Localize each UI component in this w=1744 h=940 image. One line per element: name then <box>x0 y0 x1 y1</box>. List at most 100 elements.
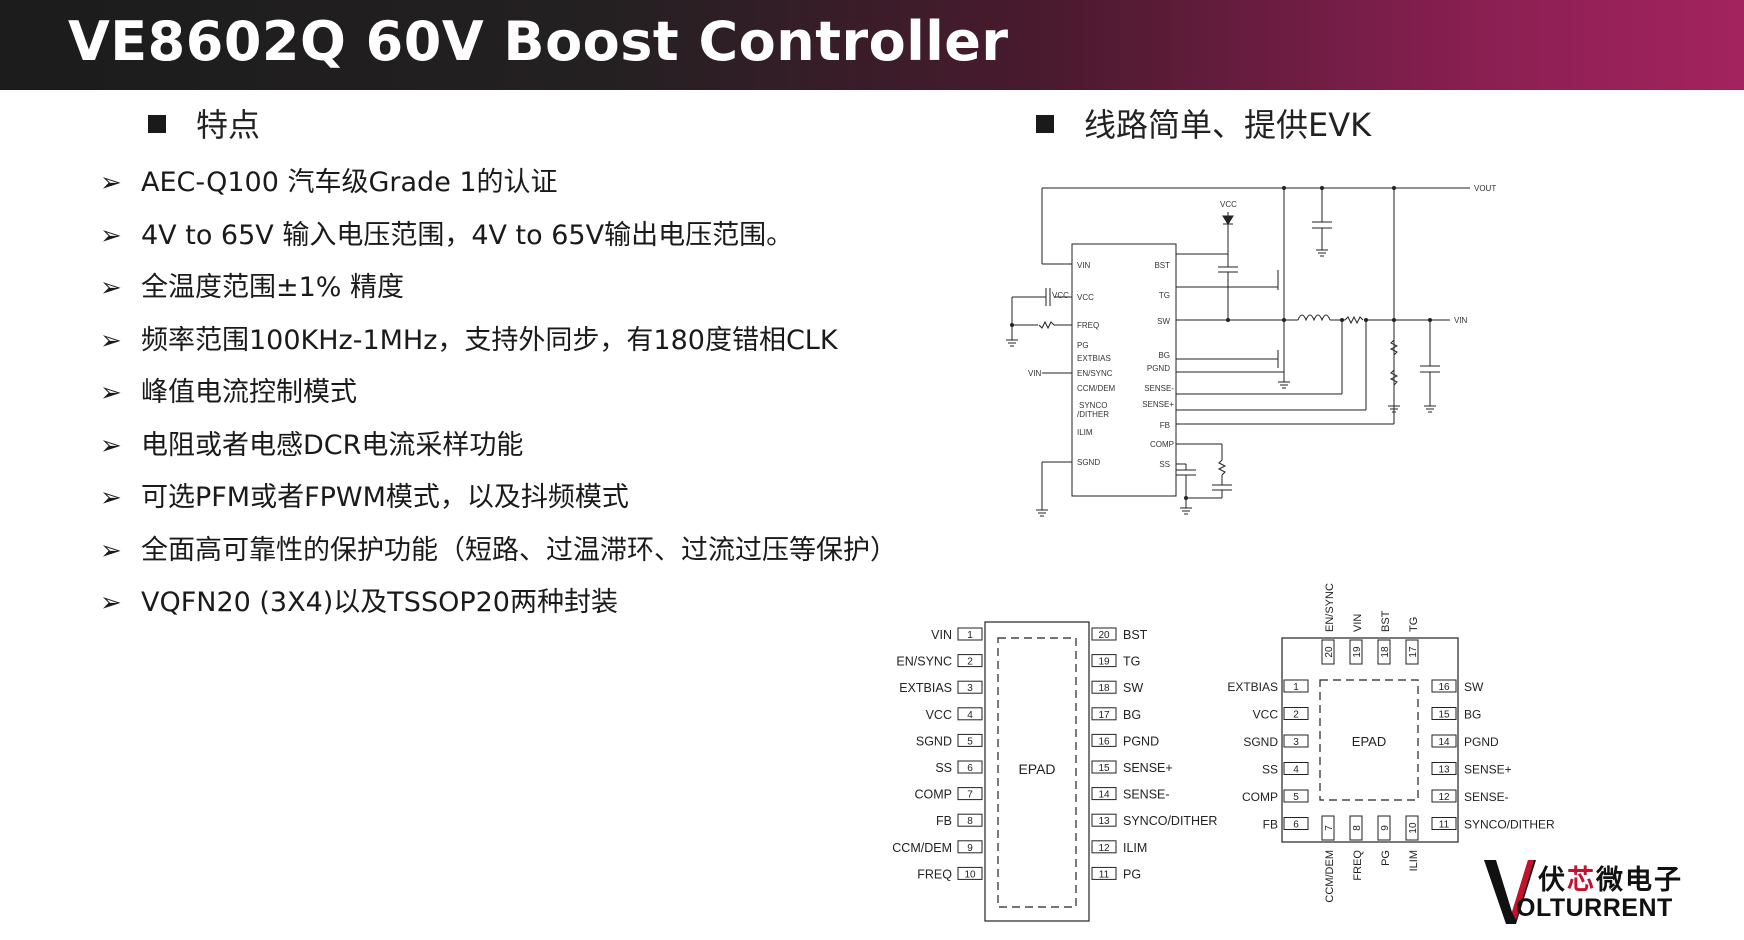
arrow-bullet-icon: ➢ <box>100 168 122 198</box>
qfn-pin-box <box>1431 707 1457 720</box>
sch-pin-comp: COMP <box>1150 440 1174 449</box>
tssop-pin-name: EN/SYNC <box>896 655 952 669</box>
sch-pin-sense-minus: SENSE- <box>1144 384 1174 393</box>
tssop-pin-box <box>957 680 983 694</box>
qfn-pin-number: 2 <box>1293 710 1299 721</box>
qfn-pin-name: TG <box>1408 617 1420 632</box>
net-label-vout: VOUT <box>1474 184 1496 193</box>
qfn-pin-number: 6 <box>1293 820 1299 831</box>
tssop-pin-name: COMP <box>915 788 953 802</box>
qfn-pin-name: EXTBIAS <box>1227 680 1278 694</box>
tssop-pin-box <box>957 707 983 721</box>
tssop-pin-number: 18 <box>1098 683 1110 694</box>
tssop-pin-box <box>957 866 983 880</box>
qfn-pin-name: VCC <box>1253 708 1279 722</box>
qfn-pin-number: 13 <box>1438 765 1450 776</box>
qfn-pin-box <box>1283 762 1309 775</box>
qfn-pin-box <box>1349 815 1363 841</box>
tssop-pin-box <box>957 654 983 668</box>
arrow-bullet-icon: ➢ <box>100 588 122 618</box>
tssop-pin-box <box>1091 707 1117 721</box>
qfn-pin-box <box>1321 639 1335 665</box>
tssop-pin-number: 8 <box>967 816 973 827</box>
qfn-pin-box <box>1431 679 1457 693</box>
arrow-bullet-icon: ➢ <box>100 535 122 566</box>
qfn-pin-name: CCM/DEM <box>1324 850 1336 903</box>
tssop-pin-name: EXTBIAS <box>899 681 952 695</box>
sch-pin-sense-plus: SENSE+ <box>1142 400 1174 409</box>
qfn-pin-box <box>1321 815 1335 841</box>
tssop-pin-name: PGND <box>1123 734 1159 748</box>
tssop-pin-number: 14 <box>1098 790 1110 801</box>
qfn-pin-number: 12 <box>1438 792 1450 803</box>
sch-pin-pg: PG <box>1077 341 1089 350</box>
sch-pin-ccm-dem: CCM/DEM <box>1077 384 1116 393</box>
tssop-pin-box <box>957 787 983 801</box>
qfn-pin-name: SW <box>1464 680 1484 694</box>
tssop-pin-name: PG <box>1123 867 1141 881</box>
tssop-left-pins: 1VIN2EN/SYNC3EXTBIAS4VCC5SGND6SS7COMP8FB… <box>892 627 983 881</box>
qfn-pin-box <box>1431 734 1457 748</box>
features-heading-text: 特点 <box>196 106 261 144</box>
qfn-pin-name: VIN <box>1352 614 1364 632</box>
tssop-pin-box <box>957 760 983 774</box>
tssop-pin-box <box>1091 866 1117 880</box>
qfn-pin-number: 8 <box>1352 825 1363 831</box>
logo-chinese-name: 伏芯微电子 <box>1538 865 1683 896</box>
tssop-pin-name: SW <box>1123 681 1143 695</box>
tssop-pin-number: 12 <box>1098 843 1110 854</box>
square-bullet-icon <box>1036 115 1054 133</box>
qfn-pin-name: COMP <box>1242 790 1278 804</box>
qfn-pin-number: 18 <box>1380 646 1391 658</box>
sch-pin-ilim: ILIM <box>1077 428 1093 437</box>
tssop-pin-name: TG <box>1123 655 1140 669</box>
qfn-pin-name: ILIM <box>1408 850 1420 871</box>
qfn-pin-box <box>1405 639 1419 665</box>
net-label-vin-out: VIN <box>1454 316 1468 325</box>
logo-v-icon <box>1484 860 1536 924</box>
tssop-pin-number: 1 <box>967 630 973 641</box>
qfn-pin-box <box>1283 679 1309 693</box>
evk-heading-text: 线路简单、提供EVK <box>1084 106 1372 144</box>
evk-heading: 线路简单、提供EVK <box>1036 100 1371 146</box>
tssop-pin-number: 4 <box>967 710 973 721</box>
sch-pin-freq: FREQ <box>1077 321 1099 330</box>
qfn-pin-name: BST <box>1380 610 1392 632</box>
qfn-pin-number: 7 <box>1324 825 1335 831</box>
qfn-pin-name: FB <box>1263 818 1278 832</box>
qfn-pin-number: 14 <box>1438 737 1450 748</box>
qfn-epad-label: EPAD <box>1352 734 1386 749</box>
tssop-pin-box <box>1091 840 1117 854</box>
feature-list: ➢AEC-Q100 汽车级Grade 1的认证 ➢4V to 65V 输入电压范… <box>100 160 897 633</box>
sch-pin-bg: BG <box>1158 351 1170 360</box>
list-item: ➢电阻或者电感DCR电流采样功能 <box>100 429 524 461</box>
net-label-vin-in: VIN <box>1028 369 1042 378</box>
qfn-pin-number: 5 <box>1293 792 1299 803</box>
qfn-pin-number: 20 <box>1324 646 1335 658</box>
qfn-pin-name: FREQ <box>1352 850 1364 881</box>
list-item: ➢可选PFM或者FPWM模式，以及抖频模式 <box>100 482 629 513</box>
list-item: ➢全面高可靠性的保护功能（短路、过温滞环、过流过压等保护） <box>100 534 897 566</box>
tssop-pin-box <box>957 840 983 854</box>
tssop-epad-label: EPAD <box>1018 761 1055 777</box>
tssop-pin-number: 19 <box>1098 657 1110 668</box>
list-item: ➢4V to 65V 输入电压范围，4V to 65V输出电压范围。 <box>100 219 794 251</box>
tssop-pin-name: BST <box>1123 628 1148 642</box>
tssop-pin-number: 5 <box>967 736 973 747</box>
arrow-bullet-icon: ➢ <box>100 378 122 408</box>
qfn-pin-box <box>1377 639 1391 665</box>
tssop-pin-number: 10 <box>964 869 976 880</box>
qfn-pin-number: 11 <box>1439 820 1450 831</box>
tssop-pin-box <box>1091 654 1117 668</box>
tssop-pin-name: SGND <box>916 734 952 748</box>
qfn-pin-number: 3 <box>1293 737 1299 748</box>
qfn-pin-box <box>1349 639 1363 665</box>
qfn-pin-name: PG <box>1380 850 1392 866</box>
qfn-pin-name: SENSE- <box>1464 790 1509 804</box>
volturrent-logo: 伏芯微电子 OLTURRENT <box>1482 858 1682 928</box>
qfn-pin-number: 4 <box>1293 765 1299 776</box>
